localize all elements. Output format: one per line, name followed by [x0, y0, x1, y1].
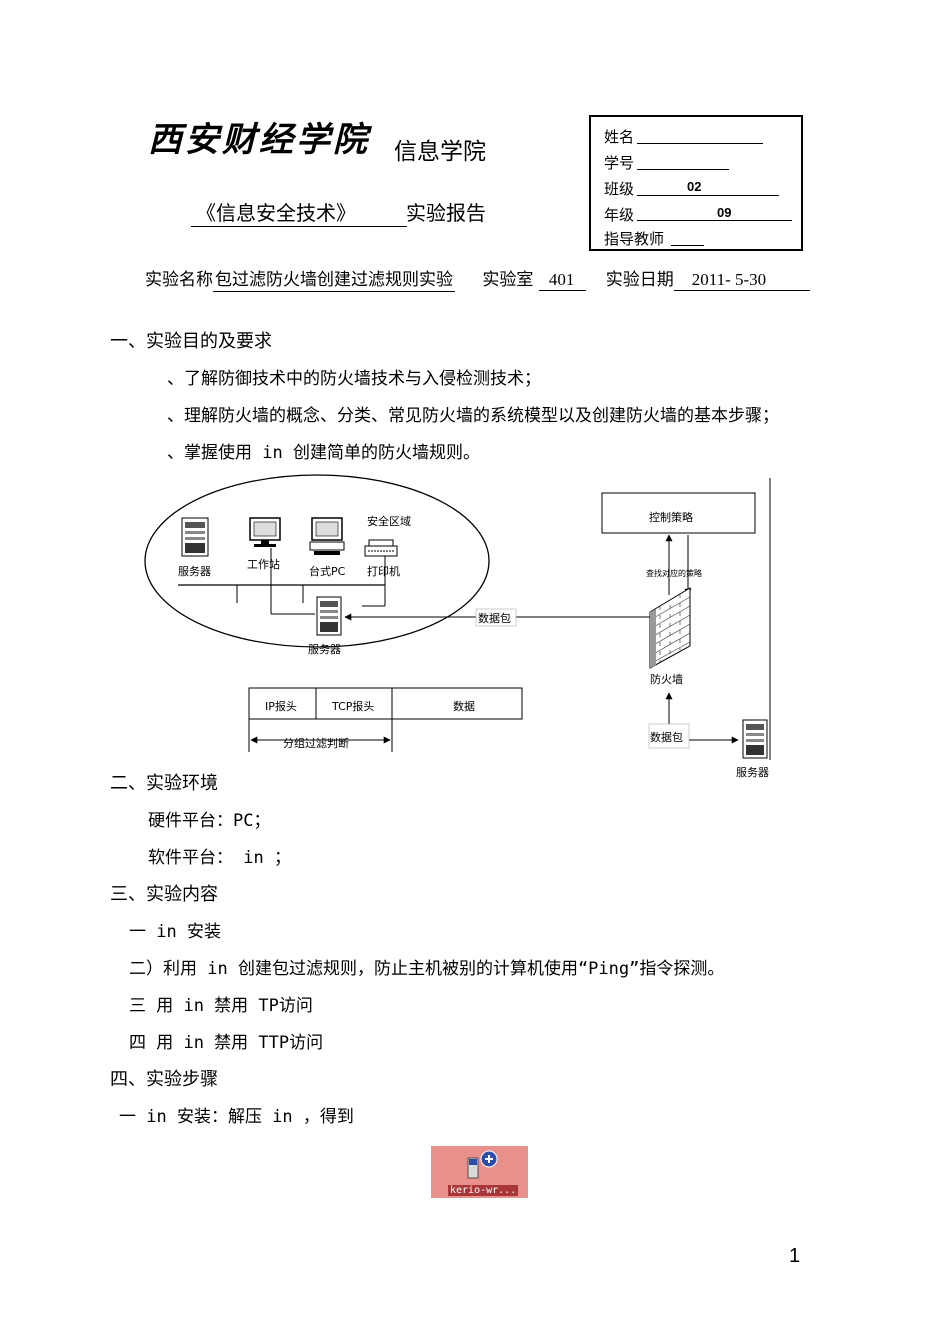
section2-title: 二、实验环境	[110, 773, 218, 794]
workstation-label: 工作站	[247, 557, 280, 571]
student-info-box: 姓名 学号 班级 02 年级 09 指导教师	[589, 115, 803, 251]
lab-label: 实验室	[482, 270, 534, 290]
security-zone-ellipse	[144, 474, 490, 648]
server-icon	[181, 517, 209, 557]
desktop-label: 台式PC	[309, 564, 346, 578]
id-label: 学号	[604, 154, 635, 172]
outer-server-icon	[742, 719, 768, 759]
printer-icon	[364, 539, 398, 557]
school-name: 西安财经学院	[148, 120, 370, 160]
section4-step-1: 一 in 安装：解压 in ，得到	[119, 1107, 354, 1127]
section3-title: 三、实验内容	[110, 884, 218, 905]
section3-item-4: 四 用 in 禁用 TTP访问	[129, 1033, 324, 1053]
lab-value: 401	[538, 270, 587, 291]
grade-value: 09	[717, 205, 732, 220]
class-label: 班级	[604, 180, 635, 198]
lookup-policy-label: 查找对应的策略	[646, 568, 702, 578]
date-value: 2011- 5-30	[673, 270, 811, 291]
name-label: 姓名	[604, 128, 635, 146]
section3-item-2: 二）利用 in 创建包过滤规则，防止主机被别的计算机使用“Ping”指令探测。	[129, 959, 725, 979]
section3-item-3: 三 用 in 禁用 TP访问	[129, 996, 313, 1016]
outer-server-label: 服务器	[736, 766, 769, 779]
report-type: 实验报告	[406, 201, 486, 225]
packet-label-2: 数据包	[650, 730, 683, 744]
ip-header-cell: IP报头	[265, 699, 297, 713]
exp-name-value: 包过滤防火墙创建过滤规则实验	[213, 270, 455, 292]
date-label: 实验日期	[605, 270, 674, 290]
packet-structure-box	[248, 687, 523, 720]
filter-judge-label: 分组过滤判断	[283, 736, 349, 750]
id-line	[637, 169, 729, 170]
packet-label-1: 数据包	[478, 611, 511, 625]
class-value: 02	[687, 179, 702, 194]
installer-file-label: kerio-wr...	[448, 1185, 519, 1196]
course-title: 《信息安全技术》	[196, 201, 356, 225]
security-zone-label: 安全区域	[367, 514, 411, 528]
installer-icon	[467, 1150, 498, 1179]
inner-server-label: 服务器	[308, 643, 341, 656]
software-platform: 软件平台： in ；	[148, 848, 291, 868]
teacher-label: 指导教师	[604, 230, 665, 248]
grade-line	[637, 220, 792, 221]
hardware-platform: 硬件平台：PC；	[148, 811, 271, 831]
page-number: 1	[789, 1245, 801, 1267]
section4-title: 四、实验步骤	[110, 1069, 218, 1090]
exp-name-label: 实验名称	[145, 270, 213, 290]
course-underline	[191, 226, 407, 227]
class-line	[637, 195, 779, 196]
printer-label: 打印机	[367, 564, 400, 578]
grade-label: 年级	[604, 206, 635, 224]
section1-title: 一、实验目的及要求	[110, 331, 272, 352]
control-policy-label: 控制策略	[649, 510, 693, 524]
tcp-header-cell: TCP报头	[331, 699, 374, 713]
section1-item-2: 、理解防火墙的概念、分类、常见防火墙的系统模型以及创建防火墙的基本步骤；	[167, 406, 779, 426]
department-name: 信息学院	[394, 139, 486, 165]
teacher-line	[671, 245, 704, 246]
firewall-icon	[649, 587, 691, 669]
firewall-diagram: 安全区域 服务器 工作站 台式PC 打印机	[144, 474, 771, 779]
section1-item-3: 、掌握使用 in 创建简单的防火墙规则。	[167, 443, 480, 463]
installer-file-icon[interactable]: kerio-wr...	[431, 1146, 528, 1198]
desktop-pc-icon	[309, 517, 345, 555]
server-label: 服务器	[178, 565, 211, 578]
section3-item-1: 一 in 安装	[129, 922, 221, 942]
workstation-icon	[249, 517, 281, 547]
section1-item-1: 、了解防御技术中的防火墙技术与入侵检测技术；	[167, 369, 541, 389]
data-cell: 数据	[453, 699, 475, 713]
control-policy-box	[601, 492, 756, 534]
firewall-label: 防火墙	[650, 672, 683, 686]
inner-server-icon	[316, 596, 342, 636]
name-line	[637, 143, 763, 144]
